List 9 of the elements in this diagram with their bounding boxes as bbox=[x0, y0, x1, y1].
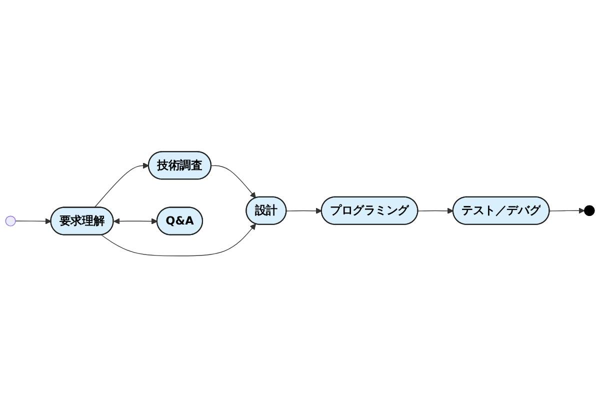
arrow bbox=[210, 166, 256, 199]
arrow bbox=[418, 208, 454, 214]
arrow bbox=[101, 224, 256, 256]
arrow bbox=[286, 208, 322, 214]
arrow bbox=[549, 208, 585, 214]
node-circle bbox=[5, 216, 16, 227]
arrow bbox=[114, 218, 158, 225]
arrow bbox=[94, 162, 150, 208]
arrow bbox=[15, 218, 52, 225]
